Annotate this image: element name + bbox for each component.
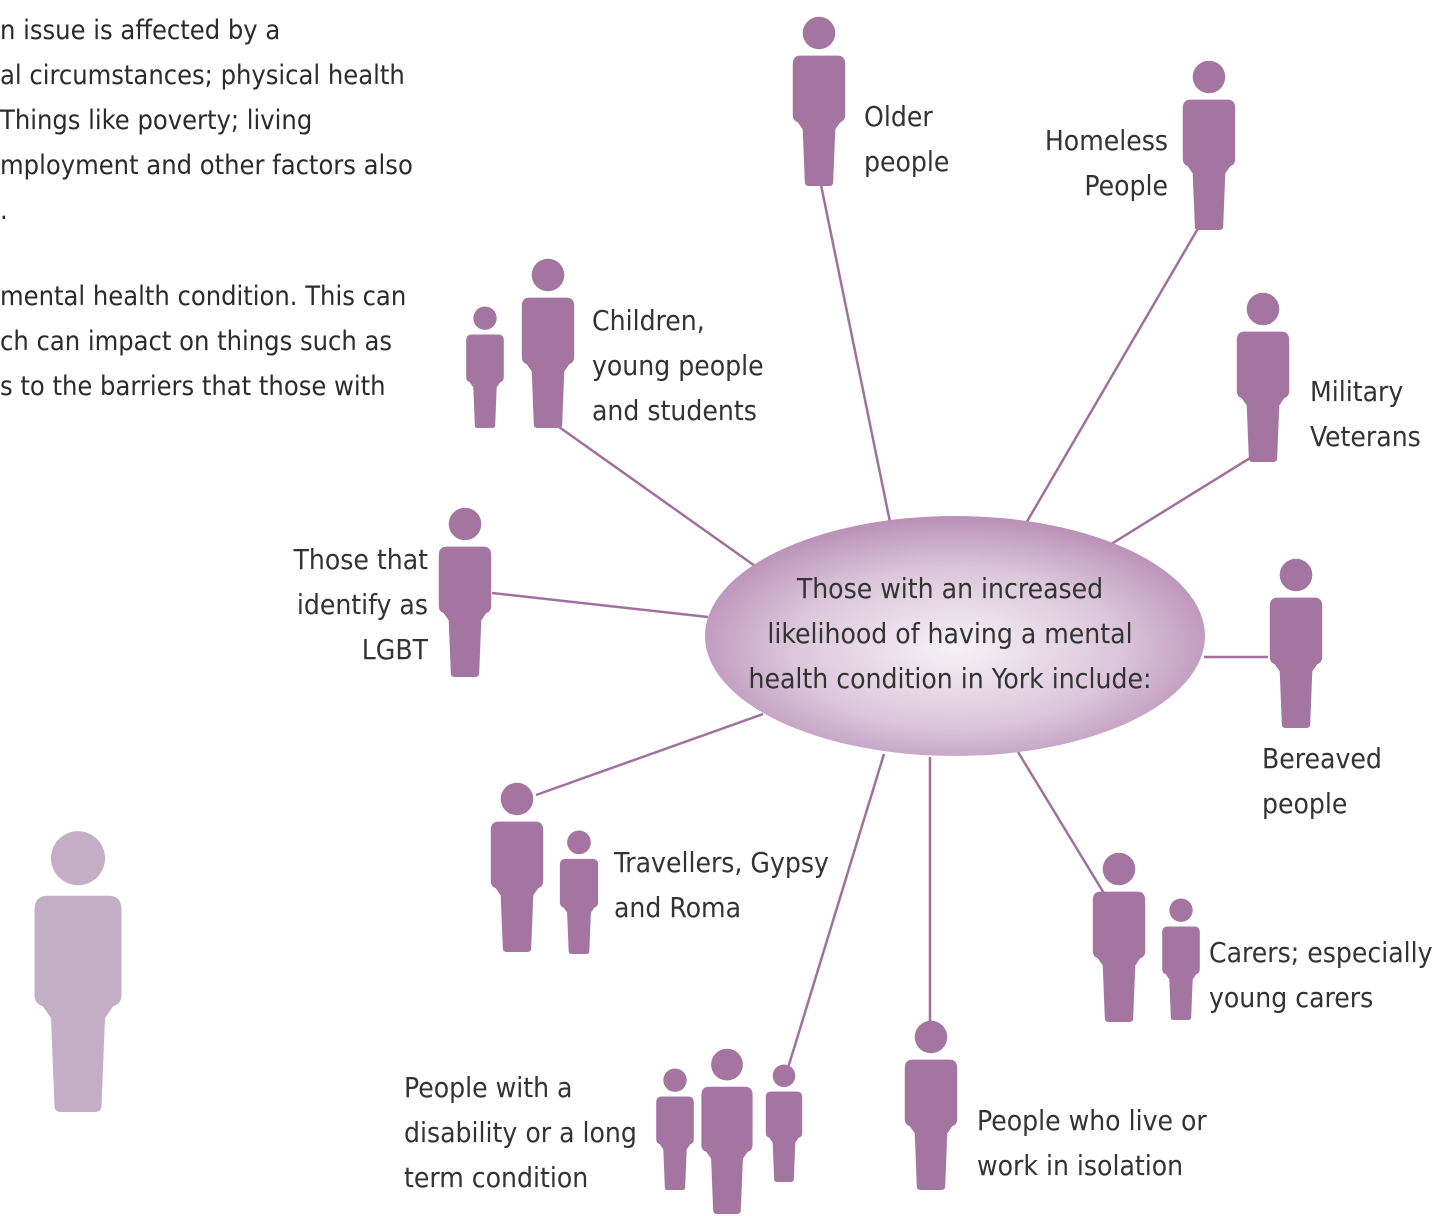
label-line: and Roma	[614, 891, 742, 924]
person-icon-homeless	[1182, 60, 1236, 230]
connector-disability	[786, 753, 886, 1069]
person-icon-carer-adult	[1092, 852, 1146, 1022]
label-line: people	[864, 145, 950, 178]
connector-carers	[1016, 751, 1107, 896]
connector-children	[551, 420, 756, 568]
person-icon-faded	[34, 831, 122, 1112]
label-line: young carers	[1209, 981, 1374, 1014]
label-isolation: People who live or work in isolation	[977, 1098, 1207, 1188]
person-icon-veterans	[1236, 292, 1290, 462]
intro-line: mployment and other factors also	[0, 150, 413, 181]
connector-travellers	[535, 712, 764, 797]
label-military-veterans: Military Veterans	[1310, 369, 1421, 459]
person-icon-isolation	[904, 1020, 958, 1190]
person-icon-lgbt	[438, 507, 492, 677]
label-line: young people	[592, 349, 764, 382]
intro-line: Things like poverty; living	[0, 105, 313, 136]
person-icon-traveller-child	[559, 830, 599, 954]
intro-line: al circumstances; physical health	[0, 60, 405, 91]
label-line: People with a	[404, 1071, 573, 1104]
person-icon-disability-left	[656, 1068, 694, 1190]
label-travellers: Travellers, Gypsy and Roma	[614, 840, 829, 930]
center-ellipse	[705, 516, 1205, 756]
person-icon-child	[466, 306, 504, 428]
intro-paragraph-1: n issue is affected by a al circumstance…	[0, 8, 413, 233]
intro-line: s to the barriers that those with	[0, 371, 386, 402]
label-line: identify as	[296, 588, 428, 621]
label-line: Carers; especially	[1209, 936, 1433, 969]
person-icon-bereaved	[1269, 558, 1323, 728]
label-line: LGBT	[361, 633, 428, 666]
connector-veterans	[1107, 456, 1251, 548]
center-line: Those with an increased	[796, 572, 1104, 605]
person-icon-disability-right	[765, 1064, 803, 1182]
intro-line: ch can impact on things such as	[0, 326, 393, 357]
intro-line: n issue is affected by a	[0, 15, 281, 46]
label-line: Homeless	[1044, 124, 1168, 157]
person-icon-disability-middle	[701, 1048, 753, 1214]
person-icon-carer-child	[1162, 898, 1200, 1020]
label-line: Veterans	[1310, 420, 1421, 453]
label-line: work in isolation	[977, 1149, 1184, 1182]
intro-line: mental health condition. This can	[0, 281, 407, 312]
label-line: term condition	[404, 1161, 589, 1194]
label-lgbt: Those that identify as LGBT	[260, 537, 428, 672]
label-carers: Carers; especially young carers	[1209, 930, 1433, 1020]
label-line: people	[1262, 787, 1348, 820]
center-line: health condition in York include:	[748, 662, 1152, 695]
label-line: Travellers, Gypsy	[614, 846, 829, 879]
connector-older	[818, 179, 892, 523]
label-line: Children,	[592, 304, 705, 337]
label-line: Older	[864, 100, 933, 133]
intro-line: .	[0, 195, 8, 226]
label-line: disability or a long	[404, 1116, 637, 1149]
label-line: People who live or	[977, 1104, 1207, 1137]
connector-lines	[491, 179, 1268, 1069]
label-line: Military	[1310, 375, 1404, 408]
label-children-young-people: Children, young people and students	[592, 298, 764, 433]
connector-homeless	[1023, 224, 1202, 526]
person-icon-traveller-adult	[490, 782, 544, 952]
label-line: People	[1084, 169, 1168, 202]
label-line: Bereaved	[1262, 742, 1382, 775]
person-icon-older	[792, 16, 846, 186]
label-line: Those that	[293, 543, 428, 576]
label-older-people: Older people	[864, 94, 949, 184]
label-homeless-people: Homeless People	[1020, 118, 1168, 208]
label-line: and students	[592, 394, 757, 427]
center-line: likelihood of having a mental	[767, 617, 1133, 650]
label-disability: People with a disability or a long term …	[404, 1065, 637, 1200]
intro-paragraph-2: mental health condition. This can ch can…	[0, 274, 406, 409]
label-bereaved-people: Bereaved people	[1262, 736, 1382, 826]
center-caption: Those with an increased likelihood of ha…	[740, 566, 1160, 701]
connector-lgbt	[491, 591, 709, 619]
person-icon-adult	[521, 258, 575, 428]
